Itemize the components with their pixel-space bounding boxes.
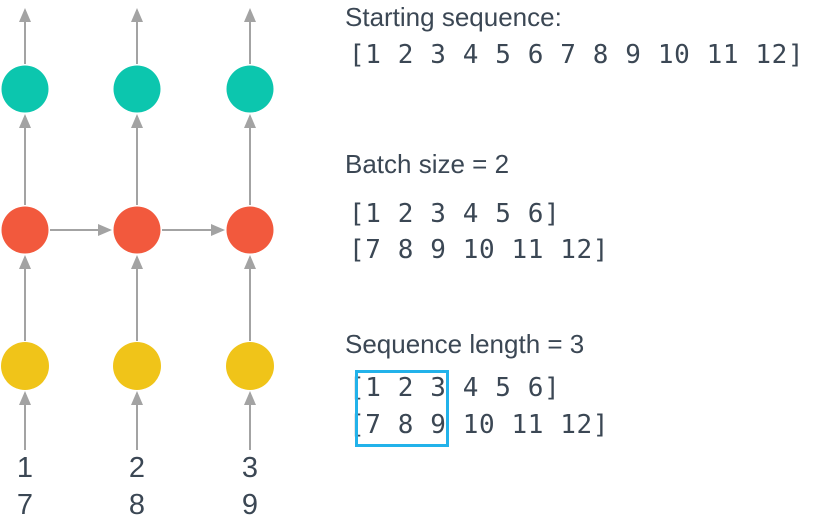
hidden-node-1: [1, 206, 49, 254]
input-node-1: [1, 342, 49, 390]
diagram-column-3: [226, 8, 274, 450]
starting-sequence-heading: Starting sequence:: [345, 2, 562, 32]
batch-size-heading: Batch size = 2: [345, 149, 510, 179]
starting-sequence-values: [1 2 3 4 5 6 7 8 9 10 11 12]: [349, 40, 805, 70]
column-3-bottom-label: 9: [241, 489, 259, 521]
hidden-node-3: [226, 206, 274, 254]
column-1-top-label: 1: [16, 452, 34, 484]
sequence-window-highlight-box: [355, 370, 449, 447]
output-node-1: [1, 65, 49, 113]
sequence-length-row-1: [1 2 3 4 5 6]: [349, 373, 561, 403]
column-1-bottom-label: 7: [16, 489, 34, 521]
output-node-2: [113, 65, 161, 113]
batch-row-2: [7 8 9 10 11 12]: [349, 235, 610, 265]
input-node-2: [113, 342, 161, 390]
output-node-3: [226, 65, 274, 113]
sequence-length-heading: Sequence length = 3: [345, 329, 585, 359]
diagram-column-1: [1, 8, 49, 450]
batch-row-1: [1 2 3 4 5 6]: [349, 199, 561, 229]
column-3-top-label: 3: [241, 452, 259, 484]
column-2-bottom-label: 8: [128, 489, 146, 521]
rnn-unrolled-diagram: [1, 8, 274, 450]
column-2-top-label: 2: [128, 452, 146, 484]
hidden-node-2: [113, 206, 161, 254]
input-node-3: [226, 342, 274, 390]
sequence-length-row-2: [7 8 9 10 11 12]: [349, 410, 610, 440]
diagram-column-2: [113, 8, 161, 450]
